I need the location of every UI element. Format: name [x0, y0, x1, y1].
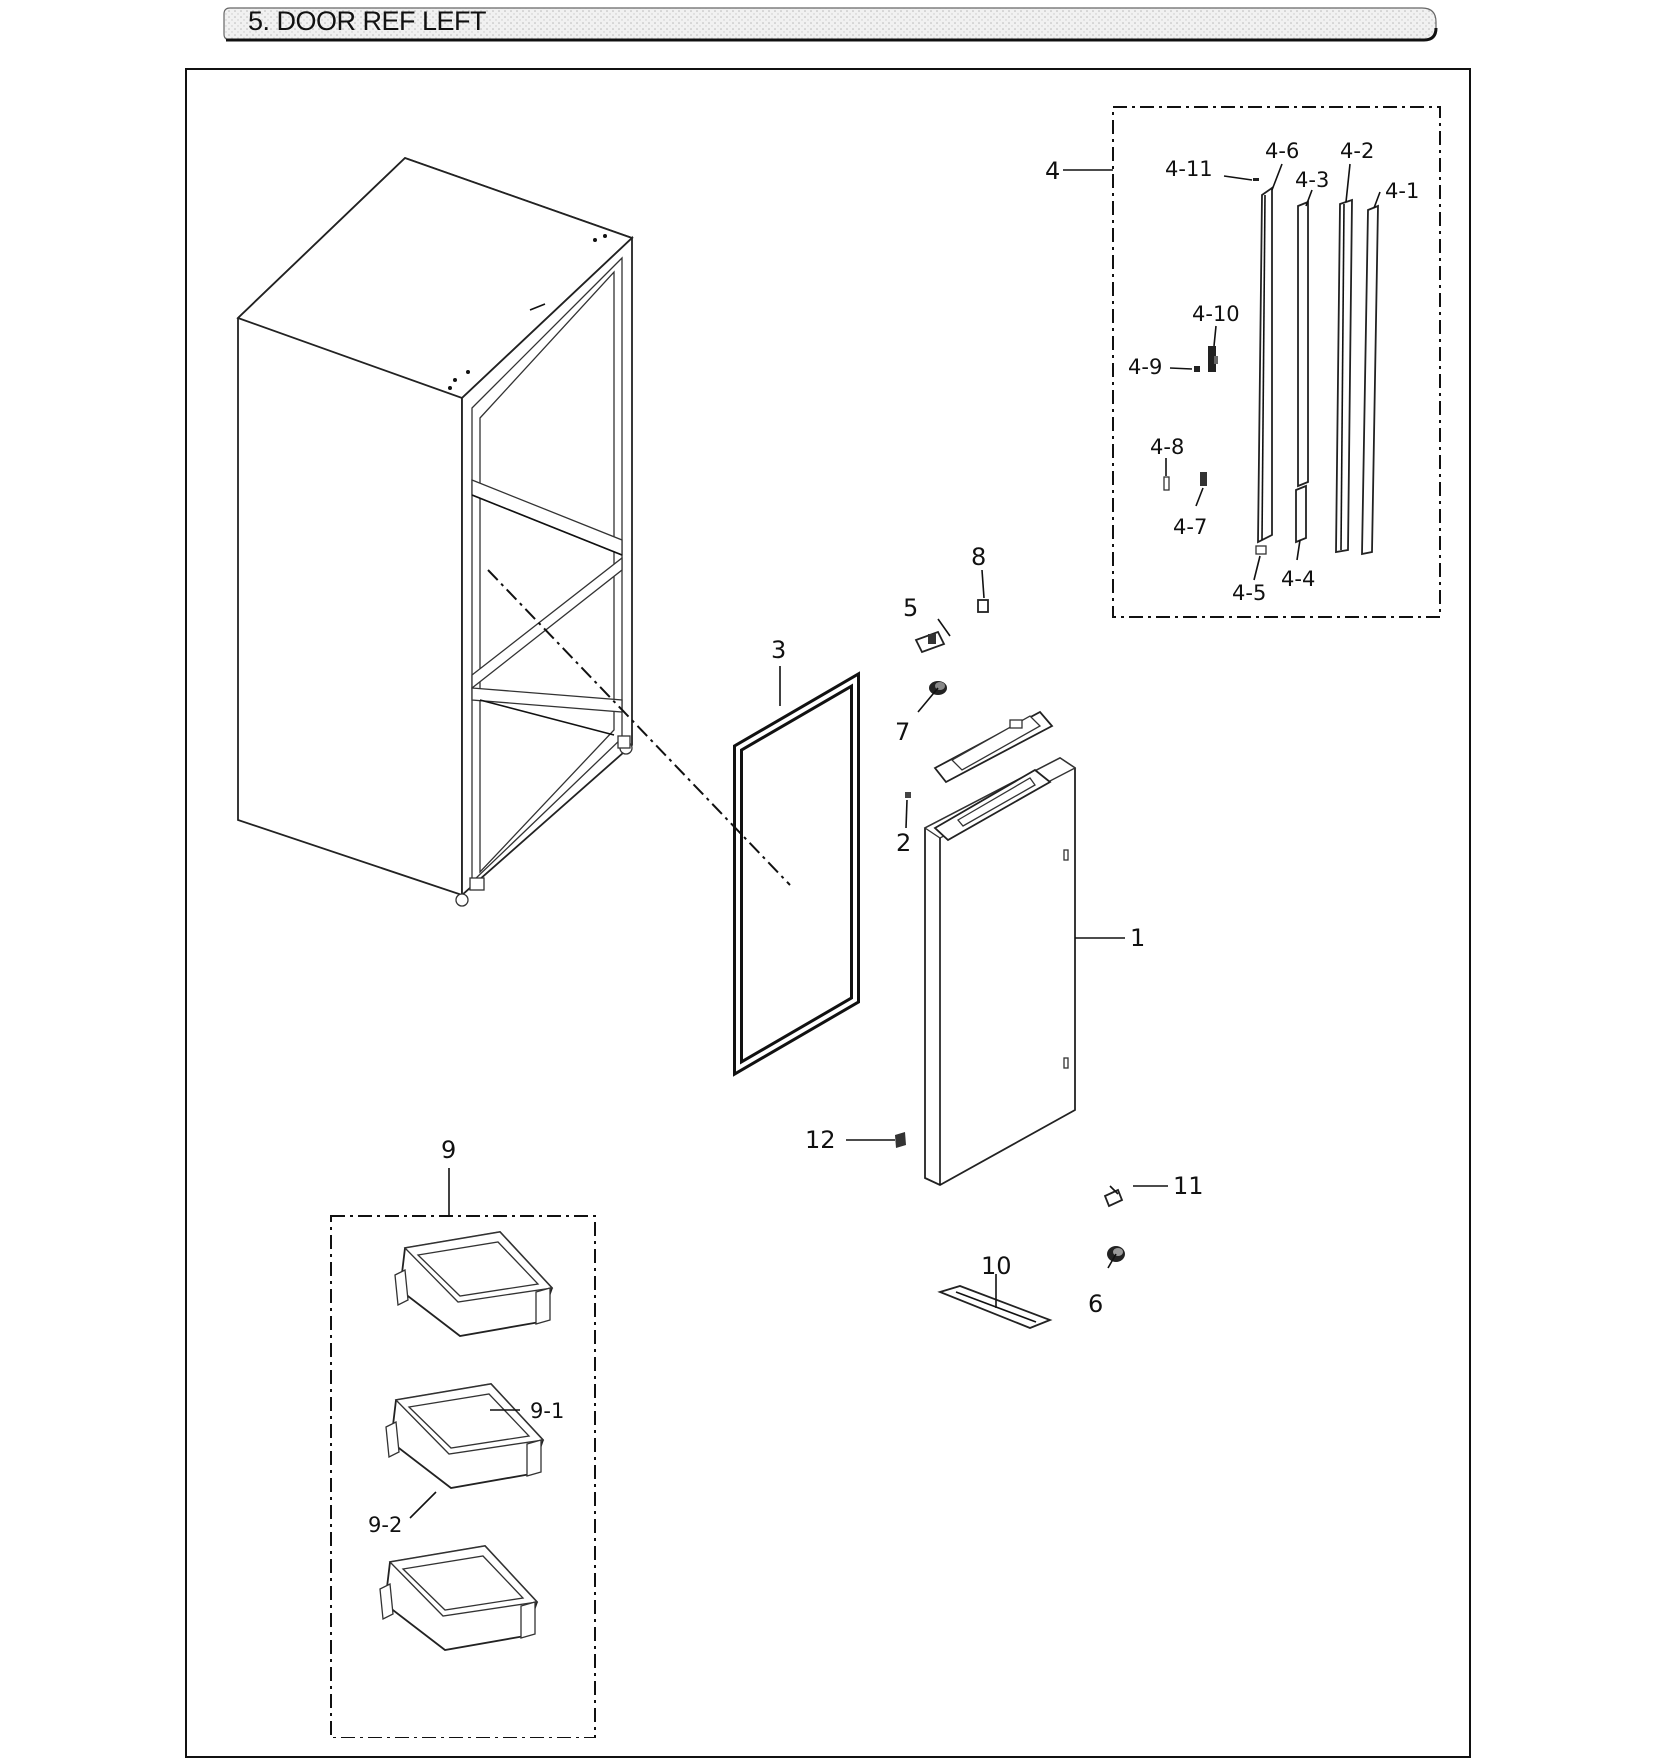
assembly-4-parts [1163, 178, 1379, 556]
callout-4-5: 4-5 [1232, 581, 1266, 605]
callout-8: 8 [971, 543, 986, 571]
callout-2: 2 [896, 829, 911, 857]
part-11-shape [1103, 1188, 1124, 1208]
callout-4-8: 4-8 [1150, 435, 1184, 459]
part-2-shape [905, 792, 911, 798]
callout-4-11: 4-11 [1165, 157, 1213, 181]
part-5-shape [914, 630, 946, 654]
page-title: 5. DOOR REF LEFT [248, 6, 487, 36]
cabinet-illustration [236, 156, 634, 907]
callout-7: 7 [895, 718, 910, 746]
callout-9: 9 [441, 1136, 456, 1164]
callout-4-2: 4-2 [1340, 139, 1374, 163]
callout-4-1: 4-1 [1385, 179, 1419, 203]
callout-11: 11 [1173, 1172, 1204, 1200]
callout-3: 3 [771, 636, 786, 664]
hinge-cover [933, 710, 1054, 784]
callout-9-2: 9-2 [368, 1513, 402, 1537]
part-8-shape [977, 599, 989, 613]
callout-5: 5 [903, 594, 918, 622]
part-10-shape [937, 1285, 1053, 1329]
callout-10: 10 [981, 1252, 1012, 1280]
door-panel [923, 756, 1077, 1187]
callout-6: 6 [1088, 1290, 1103, 1318]
callout-4-3: 4-3 [1295, 168, 1329, 192]
callout-4-9: 4-9 [1128, 355, 1162, 379]
assembly-9-box [330, 1215, 596, 1738]
callout-12: 12 [805, 1126, 836, 1154]
callout-4-4: 4-4 [1281, 567, 1315, 591]
alignment-line [487, 569, 791, 886]
callout-4-7: 4-7 [1173, 515, 1207, 539]
callout-9-1: 9-1 [530, 1399, 564, 1423]
leader-lines [409, 163, 1381, 1519]
callout-4: 4 [1045, 157, 1060, 185]
title-banner [222, 4, 1440, 42]
assembly-4-box [1112, 106, 1441, 618]
callout-4-10: 4-10 [1192, 302, 1240, 326]
callout-4-6: 4-6 [1265, 139, 1299, 163]
door-bins [379, 1231, 554, 1651]
door-gasket [733, 671, 860, 1077]
part-12-shape [895, 1132, 906, 1148]
callout-1: 1 [1130, 924, 1145, 952]
title-banner-shape [223, 7, 1438, 42]
